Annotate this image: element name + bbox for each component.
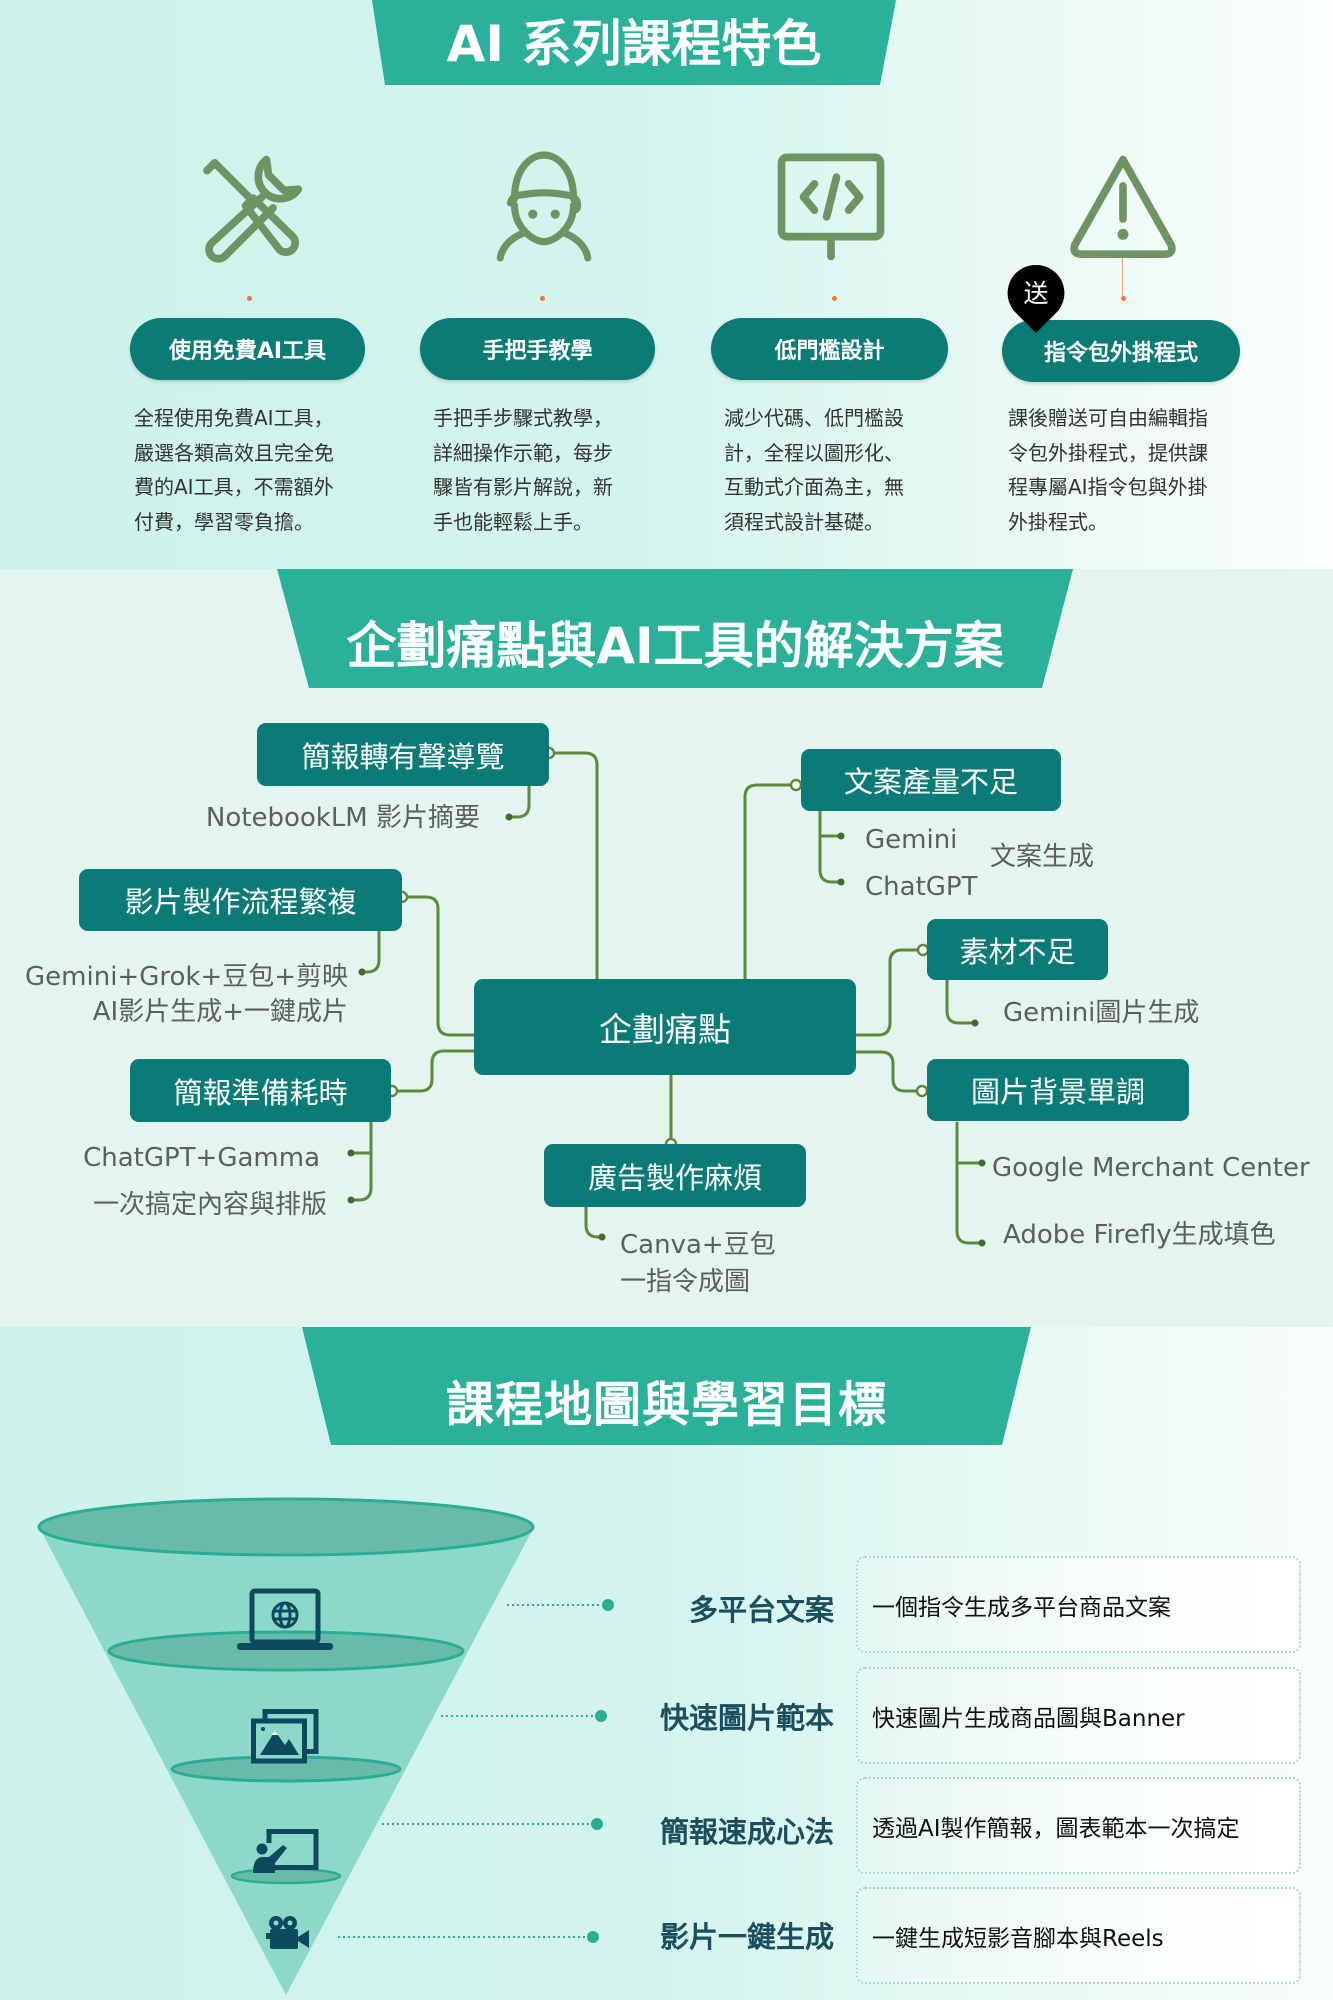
feature-desc-free-tools: 全程使用免費AI工具， 嚴選各類高效且完全免 費的AI工具，不需額外 付費，學習… [134, 401, 334, 539]
desc-line: 嚴選各類高效且完全免 [134, 440, 334, 465]
solution-text: 一次搞定內容與排版 [92, 1190, 327, 1220]
solution-text: Google Merchant Center [992, 1153, 1310, 1183]
node-label: 影片製作流程繁複 [124, 885, 357, 919]
goal-label-slides-method: 簡報速成心法 [659, 1815, 834, 1849]
video-camera-icon [266, 1916, 309, 1949]
node-copy-output: 文案產量不足 [801, 749, 1061, 811]
node-label: 素材不足 [959, 934, 1076, 969]
warning-triangle-icon [1070, 155, 1176, 259]
feature-desc-low-barrier: 減少代碼、低門檻設 計，全程以圖形化、 互動式介面為主，無 須程式設計基礎。 [724, 401, 904, 539]
features-title: AI 系列課程特色 [446, 14, 822, 73]
desc-line: 課後贈送可自由編輯指 [1008, 406, 1208, 430]
node-slides-prep: 簡報準備耗時 [130, 1059, 391, 1122]
desc-line: 全程使用免費AI工具， [134, 406, 334, 430]
feature-pill-free-tools: 使用免費AI工具 [130, 318, 365, 380]
desc-line: 付費，學習零負擔。 [134, 509, 314, 534]
feature-pill-label: 低門檻設計 [774, 339, 885, 364]
mindmap-center-node: 企劃痛點 [474, 979, 856, 1075]
connector-dot [832, 296, 837, 301]
course-map-title: 課程地圖與學習目標 [445, 1377, 887, 1433]
desc-line: 外掛程式。 [1008, 509, 1108, 534]
desc-line: 須程式設計基礎。 [724, 509, 884, 534]
solution-text: ChatGPT+Gamma [83, 1143, 320, 1173]
goal-box-one-click-video: 一鍵生成短影音腳本與Reels [856, 1887, 1301, 1984]
feature-pill-hands-on: 手把手教學 [420, 318, 655, 380]
node-video-workflow: 影片製作流程繁複 [79, 869, 402, 931]
solution-text: AI影片生成+一鍵成片 [92, 997, 348, 1027]
connector-line [1122, 258, 1123, 298]
solution-text: NotebookLM 影片摘要 [205, 803, 480, 833]
desc-line: 手把手步驟式教學， [433, 406, 613, 430]
desc-line: 驟皆有影片解說，新 [433, 475, 613, 499]
connector-dot [540, 296, 545, 301]
solution-text: Gemini圖片生成 [1003, 998, 1200, 1028]
node-slides-to-audio: 簡報轉有聲導覽 [257, 723, 549, 786]
gift-badge-text: 送 [1023, 279, 1049, 308]
laptop-globe-icon [237, 1588, 333, 1650]
node-label: 簡報準備耗時 [173, 1075, 348, 1110]
goal-box-slides-method: 透過AI製作簡報，圖表範本一次搞定 [856, 1777, 1301, 1874]
goal-desc: 一鍵生成短影音腳本與Reels [872, 1925, 1164, 1952]
desc-line: 費的AI工具，不需額外 [134, 475, 334, 499]
solution-text: Canva+豆包 [620, 1230, 776, 1260]
desc-line: 手也能輕鬆上手。 [433, 509, 593, 534]
course-map-title-banner: 課程地圖與學習目標 [302, 1327, 1031, 1445]
feature-pill-label: 手把手教學 [482, 339, 593, 364]
solution-text: 一指令成圖 [620, 1267, 751, 1297]
gift-badge-pin-icon [1007, 264, 1065, 333]
goal-label-image-templates: 快速圖片範本 [659, 1701, 834, 1735]
features-section [0, 0, 1333, 569]
connector-dot [247, 296, 252, 301]
desc-line: 詳細操作示範，每步 [433, 440, 613, 465]
goal-label-multiplatform-copy: 多平台文案 [688, 1593, 834, 1627]
feature-desc-prompt-plugin: 課後贈送可自由編輯指 令包外掛程式，提供課 程專屬AI指令包與外掛 外掛程式。 [1008, 401, 1208, 539]
node-label: 文案產量不足 [843, 765, 1018, 799]
feature-pill-prompt-plugin: 指令包外掛程式 [1002, 320, 1240, 382]
solution-text: Gemini+Grok+豆包+剪映 [25, 962, 348, 992]
tools-icon [203, 155, 303, 263]
image-gallery-icon [251, 1709, 319, 1764]
presentation-icon [253, 1829, 319, 1873]
helmet-person-icon [496, 151, 592, 262]
desc-line: 令包外掛程式，提供課 [1008, 440, 1208, 465]
goal-box-image-templates: 快速圖片生成商品圖與Banner [856, 1667, 1301, 1764]
feature-desc-hands-on: 手把手步驟式教學， 詳細操作示範，每步 驟皆有影片解說，新 手也能輕鬆上手。 [433, 401, 613, 539]
goal-box-multiplatform-copy: 一個指令生成多平台商品文案 [856, 1556, 1301, 1653]
solution-text: Gemini [865, 825, 958, 855]
desc-line: 計，全程以圖形化、 [724, 440, 904, 465]
center-node-label: 企劃痛點 [599, 1010, 731, 1049]
goal-label-one-click-video: 影片一鍵生成 [659, 1920, 834, 1954]
desc-line: 程專屬AI指令包與外掛 [1008, 475, 1208, 499]
desc-line: 減少代碼、低門檻設 [724, 406, 904, 430]
connector-dot [1121, 296, 1126, 301]
node-label: 圖片背景單調 [970, 1075, 1145, 1109]
node-assets-shortage: 素材不足 [927, 919, 1108, 980]
features-title-banner: AI 系列課程特色 [372, 0, 896, 85]
feature-pill-low-barrier: 低門檻設計 [711, 318, 948, 380]
goal-desc: 一個指令生成多平台商品文案 [872, 1594, 1171, 1621]
goal-desc: 快速圖片生成商品圖與Banner [872, 1705, 1185, 1732]
node-bg-monotone: 圖片背景單調 [927, 1059, 1189, 1121]
pain-points-title-banner: 企劃痛點與AI工具的解決方案 [277, 569, 1073, 688]
node-label: 簡報轉有聲導覽 [301, 739, 505, 774]
feature-pill-label: 指令包外掛程式 [1043, 341, 1198, 366]
feature-pill-label: 使用免費AI工具 [168, 339, 327, 364]
code-monitor-icon [777, 153, 885, 261]
node-ad-production: 廣告製作麻煩 [544, 1144, 806, 1207]
desc-line: 互動式介面為主，無 [724, 475, 904, 499]
solution-text: ChatGPT [865, 872, 978, 902]
node-label: 廣告製作麻煩 [587, 1160, 762, 1195]
solution-text: Adobe Firefly生成填色 [1003, 1220, 1276, 1250]
solution-note: 文案生成 [990, 842, 1095, 872]
goal-desc: 透過AI製作簡報，圖表範本一次搞定 [872, 1815, 1240, 1842]
pain-points-title: 企劃痛點與AI工具的解決方案 [346, 616, 1004, 675]
